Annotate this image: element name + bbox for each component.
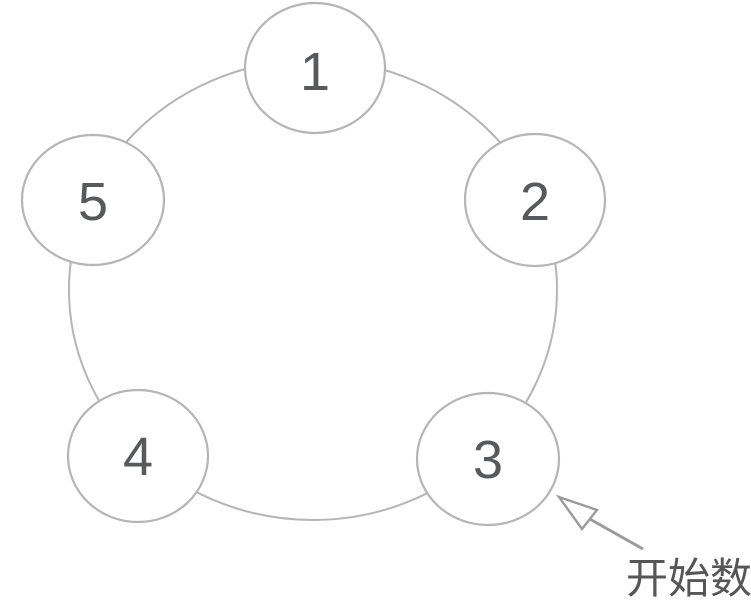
node-2: 2 [463, 132, 607, 268]
arrowhead-icon [555, 494, 599, 531]
node-2-circle [463, 132, 607, 268]
node-4: 4 [66, 388, 210, 524]
node-4-circle [66, 388, 210, 524]
node-5-circle [20, 133, 166, 267]
node-1-label: 1 [300, 42, 330, 102]
node-2-label: 2 [520, 172, 550, 232]
node-3: 3 [415, 391, 561, 527]
start-arrow [555, 494, 644, 551]
node-3-label: 3 [473, 430, 503, 490]
node-5: 5 [20, 133, 166, 267]
annotation-start-counting: 开始数 [626, 554, 751, 603]
node-5-label: 5 [78, 172, 108, 232]
node-3-circle [415, 391, 561, 527]
arrow-shaft [587, 516, 644, 551]
node-4-label: 4 [123, 427, 153, 487]
node-1: 1 [243, 1, 387, 135]
node-1-circle [243, 1, 387, 135]
